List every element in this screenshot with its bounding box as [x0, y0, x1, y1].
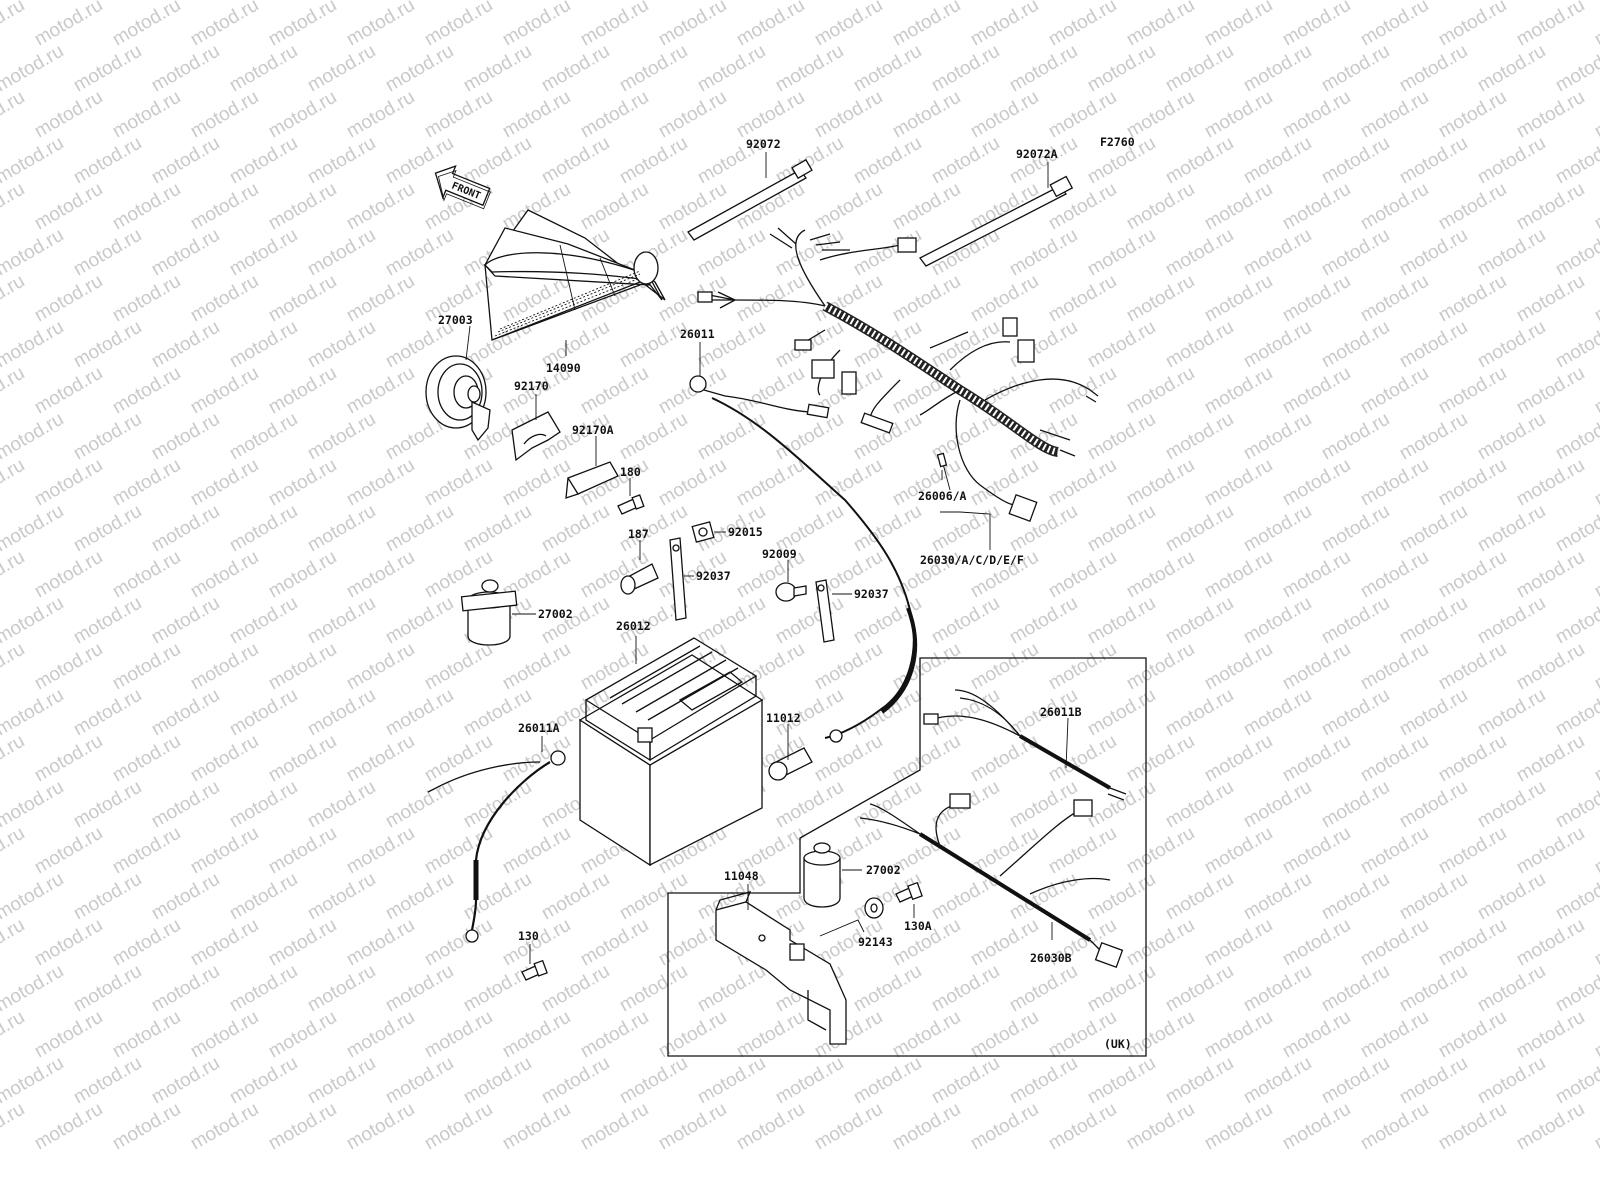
part-label-26011A: 26011A [518, 721, 560, 735]
battery-case-14090 [483, 209, 666, 341]
part-label-11012: 11012 [766, 711, 801, 725]
part-label-92170: 92170 [514, 379, 549, 393]
main-wiring-harness [697, 227, 1099, 522]
bracket-11048 [715, 891, 847, 1045]
terminal-cap-11012 [768, 747, 813, 781]
uk-inset-frame: (UK) [667, 657, 1147, 1057]
part-label-130A: 130A [904, 919, 932, 933]
front-direction-arrow: FRONT [434, 165, 491, 210]
screw-92009 [775, 582, 807, 602]
part-labels: 92072 92072A 27003 14090 26011 92170 921… [438, 137, 1082, 965]
relay-27002 [460, 579, 518, 646]
part-label-92009: 92009 [762, 547, 797, 561]
part-label-92170A: 92170A [572, 423, 614, 437]
part-label-26011B: 26011B [1040, 705, 1082, 719]
nut-92015 [691, 521, 715, 543]
bolt-180 [617, 494, 645, 515]
battery-26012 [578, 637, 764, 867]
sub-harness-26030B [859, 793, 1124, 969]
horn-27003 [425, 355, 491, 442]
part-label-180: 180 [620, 465, 641, 479]
battery-lead-92037-left [669, 537, 687, 621]
bolt-130A [895, 881, 923, 903]
part-label-92143: 92143 [858, 935, 893, 949]
part-label-26012: 26012 [616, 619, 651, 633]
part-label-26030B: 26030B [1030, 951, 1072, 965]
part-label-130: 130 [518, 929, 539, 943]
cable-tie-92072 [687, 158, 813, 241]
bracket-92170 [511, 411, 561, 462]
part-label-92037-left: 92037 [696, 569, 731, 583]
bolt-187 [620, 563, 659, 595]
battery-cable-26011A [427, 750, 566, 943]
leader-lines [465, 152, 1069, 964]
bolt-130 [521, 959, 548, 981]
part-label-27003: 27003 [438, 313, 473, 327]
figure-code: F2760 [1100, 135, 1135, 149]
part-label-92072: 92072 [746, 137, 781, 151]
battery-cable-26011 [689, 375, 918, 743]
battery-lead-92037-right [815, 579, 835, 643]
part-label-92072A: 92072A [1016, 147, 1058, 161]
part-label-92015: 92015 [728, 525, 763, 539]
part-label-92037-right: 92037 [854, 587, 889, 601]
part-label-187: 187 [628, 527, 649, 541]
washer-92143 [864, 897, 884, 919]
part-label-14090: 14090 [546, 361, 581, 375]
part-label-27002-uk: 27002 [866, 863, 901, 877]
bracket-92170A [565, 461, 619, 499]
uk-region-label: (UK) [1104, 1037, 1132, 1051]
part-label-26011: 26011 [680, 327, 715, 341]
relay-27002-uk [803, 842, 841, 908]
sub-harness-26011B [923, 689, 1127, 801]
part-label-26006A: 26006/A [918, 489, 967, 503]
part-label-26030ACDEF: 26030/A/C/D/E/F [920, 553, 1024, 567]
part-label-11048: 11048 [724, 869, 759, 883]
cable-tie-92072A [919, 175, 1074, 267]
part-label-27002: 27002 [538, 607, 573, 621]
